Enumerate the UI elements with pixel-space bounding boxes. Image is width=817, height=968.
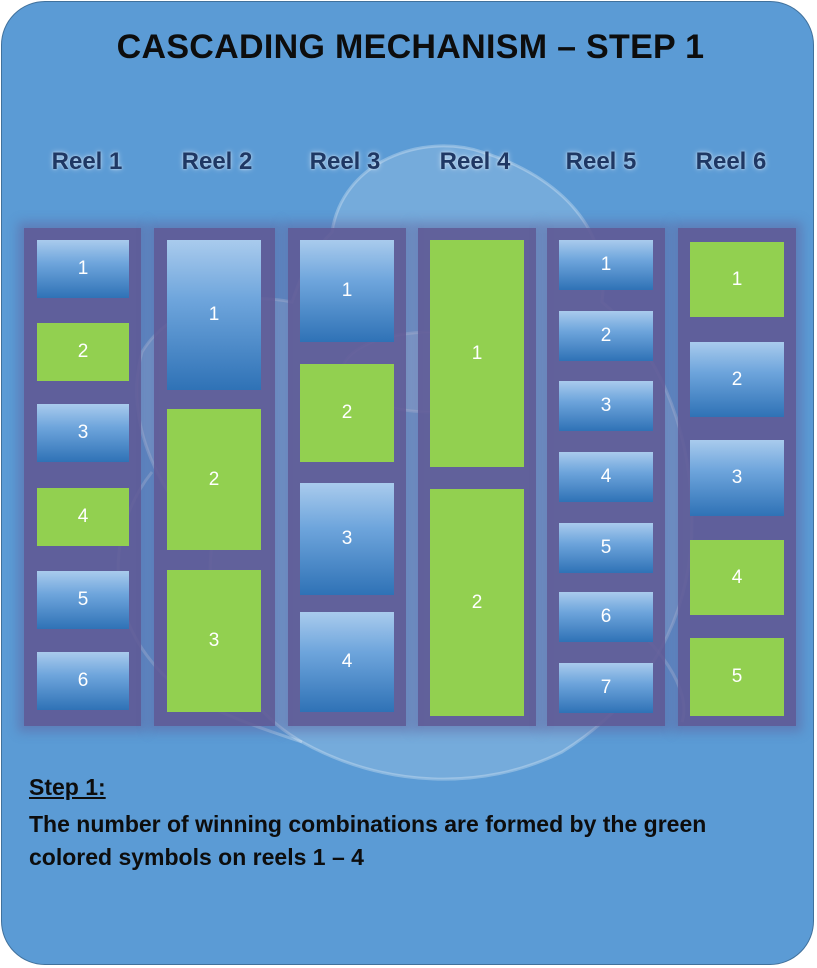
symbol-tile: 2 xyxy=(167,409,261,550)
reel-2-label: Reel 2 xyxy=(181,148,253,175)
symbol-tile: 1 xyxy=(430,240,524,467)
symbol-tile: 3 xyxy=(167,570,261,712)
symbol-tile: 2 xyxy=(37,323,129,381)
step-description: The number of winning combinations are f… xyxy=(29,811,707,870)
diagram-title: CASCADING MECHANISM – STEP 1 xyxy=(116,28,705,66)
reel-6-label: Reel 6 xyxy=(695,148,767,175)
reel-4: 1 2 xyxy=(418,228,536,726)
symbol-tile: 3 xyxy=(37,404,129,462)
reel-1-label: Reel 1 xyxy=(51,148,123,175)
reel-2: 1 2 3 xyxy=(154,228,275,726)
reel-3-label: Reel 3 xyxy=(309,148,381,175)
symbol-tile: 5 xyxy=(690,638,784,716)
symbol-tile: 7 xyxy=(559,663,653,713)
symbol-tile: 4 xyxy=(559,452,653,502)
symbol-tile: 6 xyxy=(37,652,129,710)
reel-6: 1 2 3 4 5 xyxy=(678,228,796,726)
symbol-tile: 4 xyxy=(37,488,129,546)
symbol-tile: 1 xyxy=(559,240,653,290)
symbol-tile: 3 xyxy=(300,483,394,595)
reel-5-label: Reel 5 xyxy=(565,148,637,175)
symbol-tile: 1 xyxy=(690,242,784,317)
symbol-tile: 2 xyxy=(300,364,394,462)
symbol-tile: 4 xyxy=(690,540,784,615)
symbol-tile: 2 xyxy=(690,342,784,417)
symbol-tile: 4 xyxy=(300,612,394,712)
symbol-tile: 6 xyxy=(559,592,653,642)
reel-4-label: Reel 4 xyxy=(439,148,511,175)
symbol-tile: 2 xyxy=(559,311,653,361)
reel-3: 1 2 3 4 xyxy=(288,228,406,726)
symbol-tile: 1 xyxy=(167,240,261,390)
reel-5: 1 2 3 4 5 6 7 xyxy=(547,228,665,726)
reel-1: 1 2 3 4 5 6 xyxy=(24,228,141,726)
symbol-tile: 1 xyxy=(37,240,129,298)
symbol-tile: 2 xyxy=(430,489,524,716)
symbol-tile: 5 xyxy=(37,571,129,629)
step-heading: Step 1: xyxy=(29,774,106,800)
symbol-tile: 3 xyxy=(559,381,653,431)
symbol-tile: 5 xyxy=(559,523,653,573)
symbol-tile: 1 xyxy=(300,240,394,342)
symbol-tile: 3 xyxy=(690,440,784,516)
